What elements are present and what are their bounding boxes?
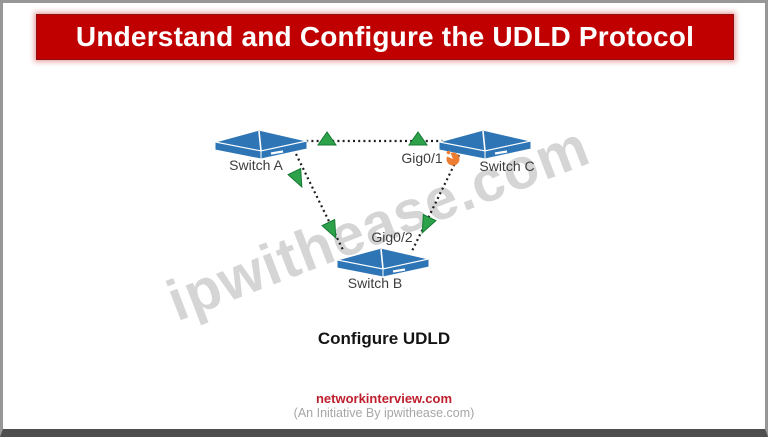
title-banner: Understand and Configure the UDLD Protoc… [36,14,734,60]
page-title: Understand and Configure the UDLD Protoc… [75,21,695,52]
switch-b-label: Switch B [347,275,403,291]
alert-flame-icon [444,150,460,166]
footer-note: (An Initiative By ipwithease.com) [293,406,475,420]
port-gig0-2-label: Gig0/2 [371,229,413,245]
arrow-triangle-icon [415,214,437,237]
switch-a-label: Switch A [229,157,283,173]
arrow-triangle-icon [317,131,337,146]
arrow-triangle-icon [321,219,343,242]
diagram-caption: Configure UDLD [317,329,451,348]
switch-c-label: Switch C [479,158,535,174]
network-topology-diagram [213,128,533,279]
port-gig0-1-label: Gig0/1 [401,150,443,166]
switch-b-icon [335,246,431,279]
switch-a-icon [213,128,309,161]
link-a-b-line [295,153,345,253]
arrow-triangle-icon [408,131,428,146]
footer-site-link[interactable]: networkinterview.com [315,391,453,406]
link-c-b-line [411,154,460,252]
